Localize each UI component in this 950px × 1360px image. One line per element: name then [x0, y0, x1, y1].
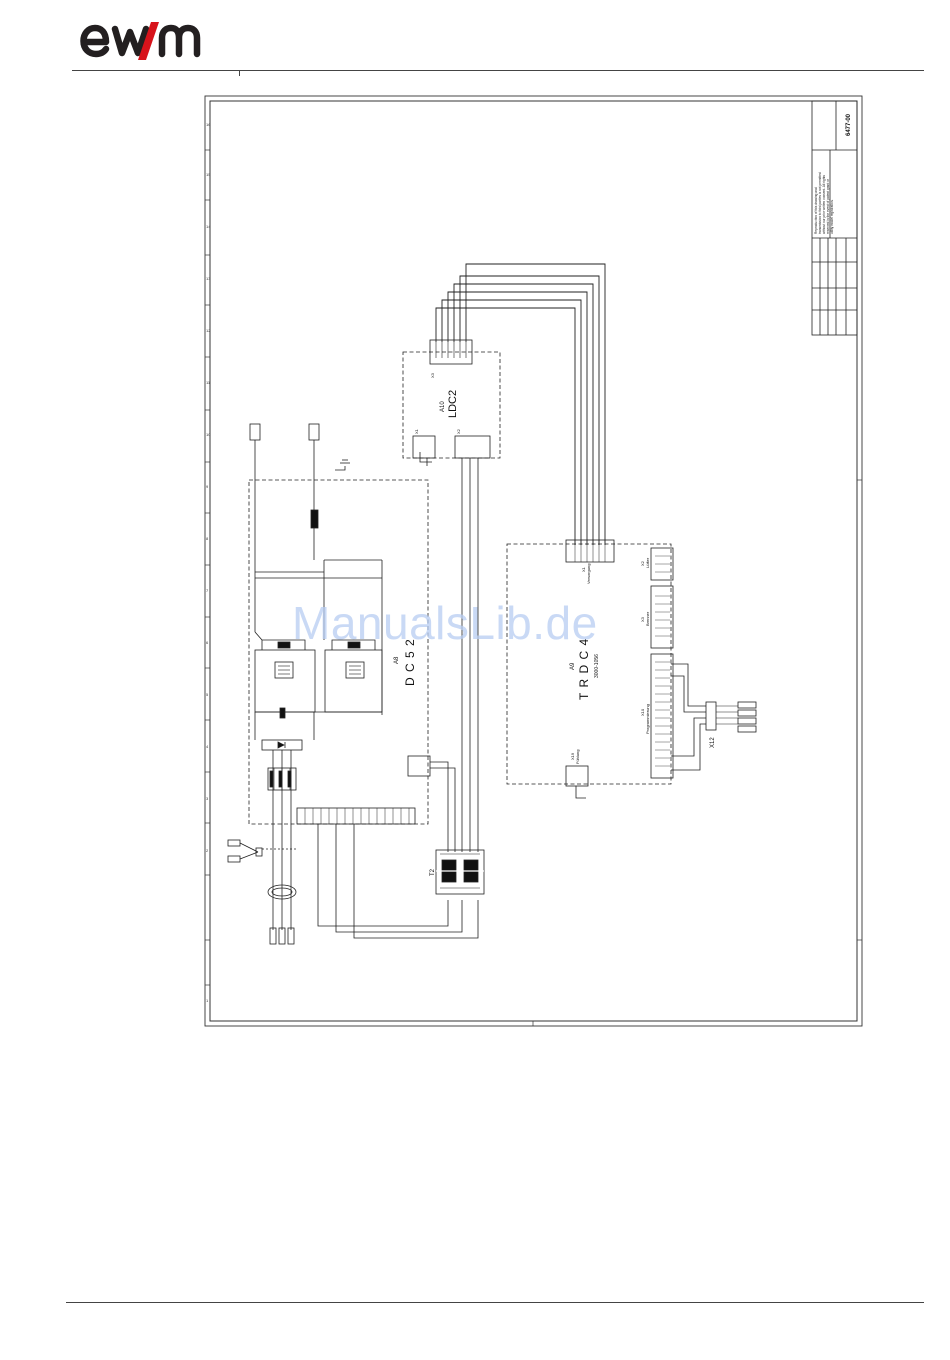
trdc4-x1-ref: X1 [581, 566, 586, 572]
ldc2-x3-label: X3 [430, 372, 435, 378]
frame-number: 13 [206, 276, 211, 281]
trdc4-x19-ref: X19 [570, 752, 575, 760]
title-notice-line-4: reserved in the event of patent grant or [826, 178, 830, 234]
footer-rule [66, 1302, 924, 1303]
ldc2-name-label: LDC2 [447, 390, 459, 418]
frame-number: 10 [206, 432, 211, 437]
trdc4-ref-label: A9 [570, 662, 576, 670]
frame-number: 2 [206, 848, 209, 853]
ldc2-x1-label: X1 [414, 428, 419, 434]
ewm-logo [80, 22, 201, 60]
transformer-ref-label: T2 [430, 868, 436, 876]
frame-number: 1 [206, 998, 209, 1003]
frame-number: 15 [206, 172, 211, 177]
frame-number: 16 [206, 122, 211, 127]
header-rule [72, 70, 924, 71]
trdc4-x2-ref: X2 [640, 560, 645, 566]
title-notice-line-1: Reproduction of this drawing and [814, 187, 818, 234]
ldc2-x2-label: X2 [456, 428, 461, 434]
frame-number: 12 [206, 328, 211, 333]
frame-number: 14 [206, 224, 211, 229]
trdc4-x1-label: Versorgung [586, 564, 591, 584]
frame-number: 4 [206, 744, 209, 749]
trdc4-name-label: T R D C 4 [577, 638, 591, 700]
frame-number: 9 [206, 484, 209, 489]
frame-number: 11 [206, 380, 211, 385]
header-rule-tick [239, 70, 240, 76]
title-notice-line-3: without our prior written consent. All r… [822, 175, 826, 234]
dc52-ref-label: A8 [394, 656, 400, 664]
trdc4-x12-ref: X12 [710, 737, 716, 748]
trdc4-x3-ref: X3 [640, 616, 645, 622]
trdc4-x19-label: Fühlung [575, 750, 580, 764]
ldc2-ref-label: A10 [440, 401, 446, 412]
title-notice-line-5: utility model registration. [830, 200, 834, 234]
trdc4-part-label: 3000-1056 [594, 654, 600, 678]
frame-number: 8 [206, 536, 209, 541]
frame-number: 7 [206, 588, 209, 593]
frame-number: 6 [206, 640, 209, 645]
drawing-number: 6477-00 [846, 113, 852, 136]
title-notice-line-2: transmission to third parties is not per… [818, 172, 822, 234]
trdc4-x10-label: Programmierung [645, 704, 650, 734]
dc52-name-label: D C 5 2 [403, 638, 417, 686]
trdc4-x3-label: Brenner [645, 611, 650, 626]
trdc4-x10-ref: X10 [640, 708, 645, 716]
trdc4-x2-label: Lüfter [645, 557, 650, 568]
frame-number: 5 [206, 692, 209, 697]
frame-number: 3 [206, 796, 209, 801]
